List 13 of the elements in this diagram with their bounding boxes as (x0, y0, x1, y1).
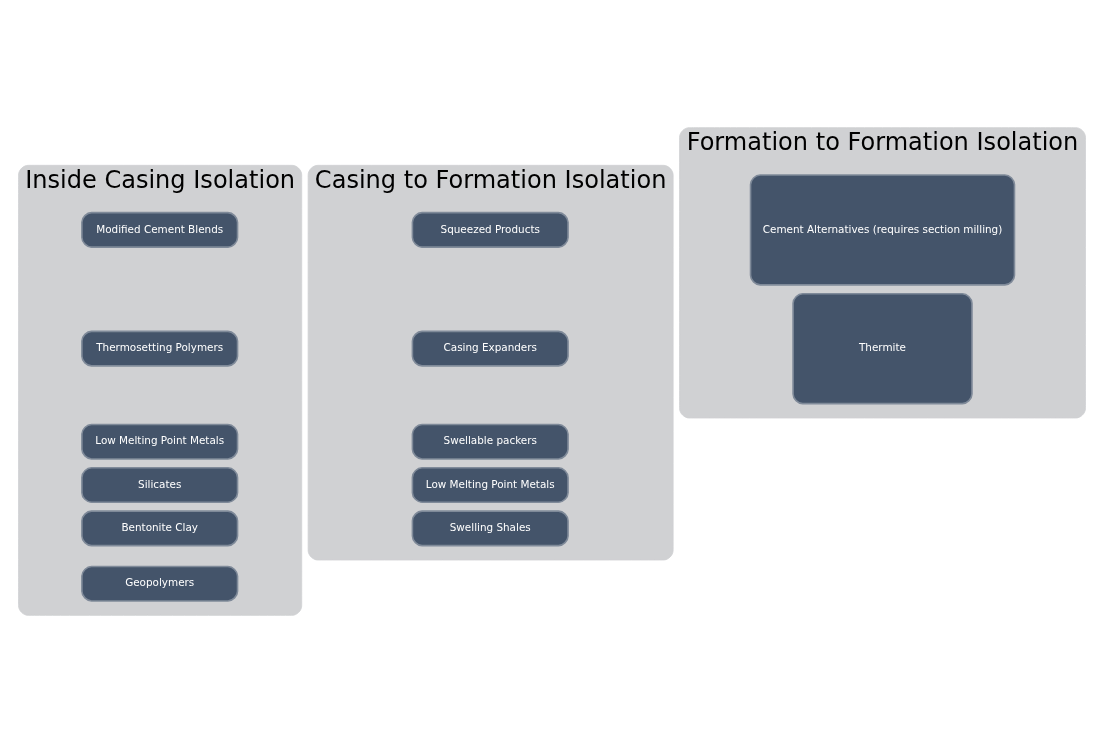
node-box: Geopolymers (81, 565, 239, 602)
node-box: Low Melting Point Metals (81, 423, 239, 460)
node-box: Swelling Shales (411, 510, 569, 547)
node-box: Modified Cement Blends (81, 211, 239, 248)
node-box: Thermosetting Polymers (81, 330, 239, 367)
node-box: Squeezed Products (411, 211, 569, 248)
node-box: Bentonite Clay (81, 510, 239, 547)
node-box: Low Melting Point Metals (411, 466, 569, 504)
node-box: Thermite (792, 292, 973, 405)
node-box: Casing Expanders (411, 330, 569, 367)
node-box: Swellable packers (411, 423, 569, 460)
node-box: Cement Alternatives (requires section milling) (749, 174, 1016, 286)
node-box: Silicates (81, 466, 239, 504)
